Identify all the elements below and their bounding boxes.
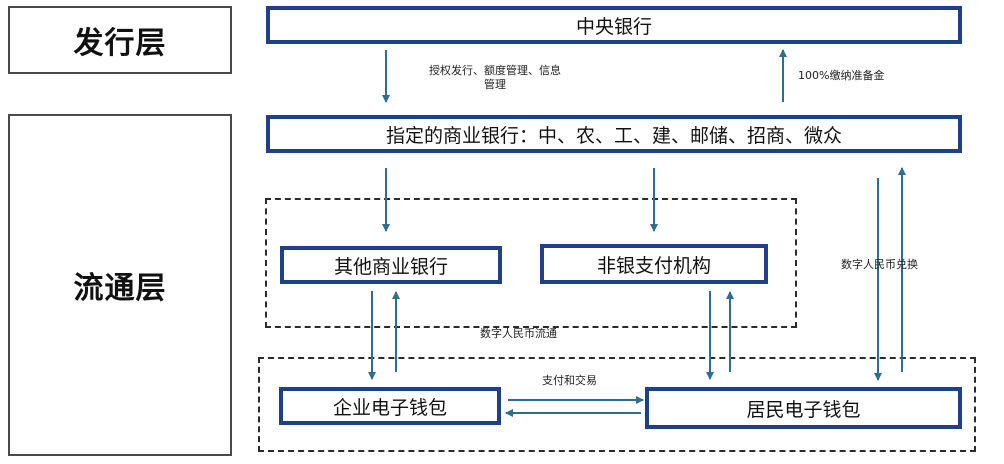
other-banks-label: 其他商业银行 [333,255,448,278]
issuance-edge-label: 授权发行、额度管理、信息 管理 [412,64,578,92]
resident-wallet-label: 居民电子钱包 [746,398,861,421]
bank-group-frame [265,198,797,328]
resident-wallet-node: 居民电子钱包 [645,387,962,429]
central-bank-node: 中央银行 [266,6,962,44]
circulation-layer-text: 流通层 [73,271,167,306]
reserve-edge-label: 100%缴纳准备金 [798,69,885,82]
other-banks-node: 其他商业银行 [280,246,502,284]
issuance-layer-label: 发行层 [8,6,232,74]
circulation-layer-label: 流通层 [8,114,232,456]
designated-banks-label: 指定的商业银行：中、农、工、建、邮储、招商、微众 [385,124,842,147]
circulation-edge-label: 数字人民币流通 [480,327,557,340]
nonbank-payment-node: 非银支付机构 [540,244,768,284]
payment-edge-label: 支付和交易 [542,374,597,387]
enterprise-wallet-label: 企业电子钱包 [332,396,447,419]
enterprise-wallet-node: 企业电子钱包 [279,387,501,425]
central-bank-label: 中央银行 [575,15,652,38]
designated-banks-node: 指定的商业银行：中、农、工、建、邮储、招商、微众 [266,115,962,153]
exchange-edge-label: 数字人民币兑换 [841,258,918,271]
issuance-layer-text: 发行层 [73,26,167,61]
issuance-edge-line2: 管理 [484,78,506,91]
wallet-group-frame [258,357,976,452]
issuance-edge-line1: 授权发行、额度管理、信息 [429,64,561,77]
nonbank-payment-label: 非银支付机构 [596,254,711,277]
